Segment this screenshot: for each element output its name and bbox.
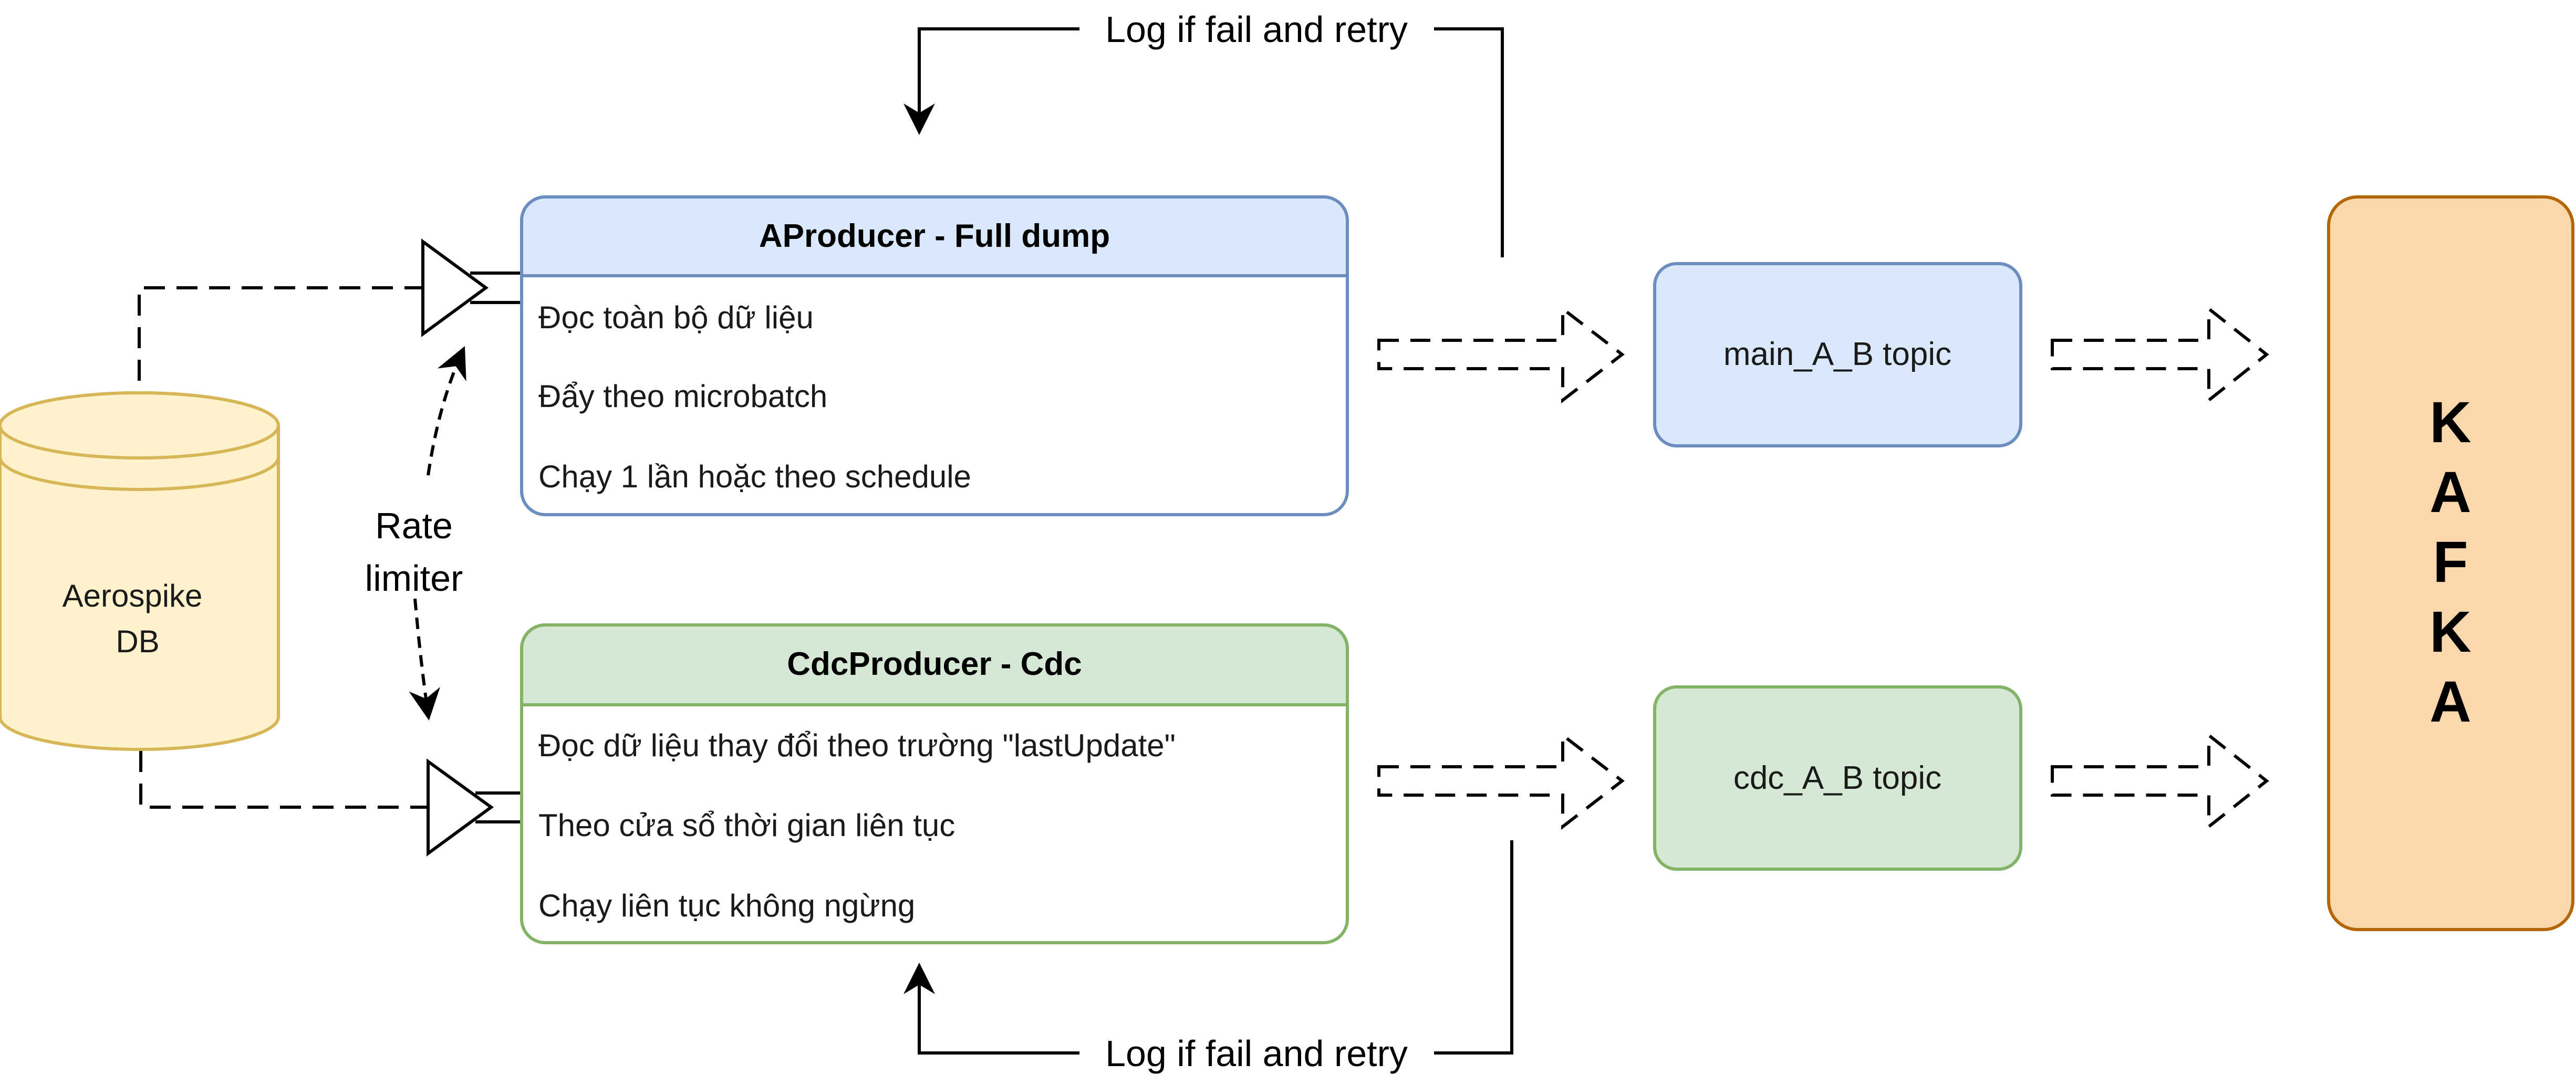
cdc-producer-box: CdcProducer - Cdc Đọc dữ liệu thay đổi t… [520, 623, 1349, 944]
cdc-item-1: Đọc dữ liệu thay đổi theo trường "lastUp… [538, 728, 1176, 763]
main-topic-to-kafka-arrow [2051, 305, 2269, 404]
full-dump-item-3: Chạy 1 lần hoặc theo schedule [538, 459, 971, 494]
bottom-gate-icon [427, 758, 523, 857]
full-dump-item-2: Đẩy theo microbatch [538, 379, 827, 414]
top-gate-icon [421, 238, 520, 337]
full-dump-producer-box: AProducer - Full dump Đọc toàn bộ dữ liệ… [520, 195, 1349, 516]
main-topic-label: main_A_B topic [1723, 336, 1951, 372]
cdc-retry-line [919, 840, 1513, 1055]
full-dump-retry-label: Log if fail and retry [1105, 9, 1408, 50]
kafka-letter-3: F [2433, 530, 2468, 594]
rate-limiter-label-line2: limiter [365, 558, 463, 599]
kafka-letter-1: K [2429, 390, 2471, 455]
main-topic-box: main_A_B topic [1653, 262, 2022, 447]
kafka-letter-4: K [2429, 600, 2471, 664]
cdc-item-3: Chạy liên tục không ngừng [538, 888, 915, 923]
cdc-retry-label: Log if fail and retry [1105, 1033, 1408, 1074]
kafka-letter-2: A [2429, 460, 2471, 525]
aerospike-db-cylinder: Aerospike DB [0, 391, 280, 751]
cdc-topic-label: cdc_A_B topic [1733, 760, 1941, 796]
kafka-letter-5: A [2429, 670, 2471, 734]
full-dump-producer-title: AProducer - Full dump [759, 218, 1110, 254]
kafka-box: K A F K A [2327, 195, 2574, 931]
rate-limiter-arrow-up [427, 346, 466, 476]
full-dump-item-1: Đọc toàn bộ dữ liệu [538, 300, 814, 335]
db-to-top-gate-connector [138, 286, 423, 381]
rate-limiter-label-line1: Rate [375, 505, 453, 546]
cdc-item-2: Theo cửa sổ thời gian liên tục [538, 808, 955, 843]
cdc-topic-to-kafka-arrow [2051, 732, 2269, 830]
cdc-producer-title: CdcProducer - Cdc [787, 646, 1082, 682]
rate-limiter-arrow-down [409, 598, 440, 721]
cdc-topic-box: cdc_A_B topic [1653, 685, 2022, 871]
db-label-line1: Aerospike [63, 578, 203, 613]
full-dump-to-main-topic-arrow [1377, 305, 1625, 404]
db-label-line2: DB [116, 624, 159, 659]
cdc-to-cdc-topic-arrow [1377, 732, 1625, 830]
db-to-bottom-gate-connector [139, 751, 428, 809]
full-dump-retry-line [919, 27, 1504, 257]
